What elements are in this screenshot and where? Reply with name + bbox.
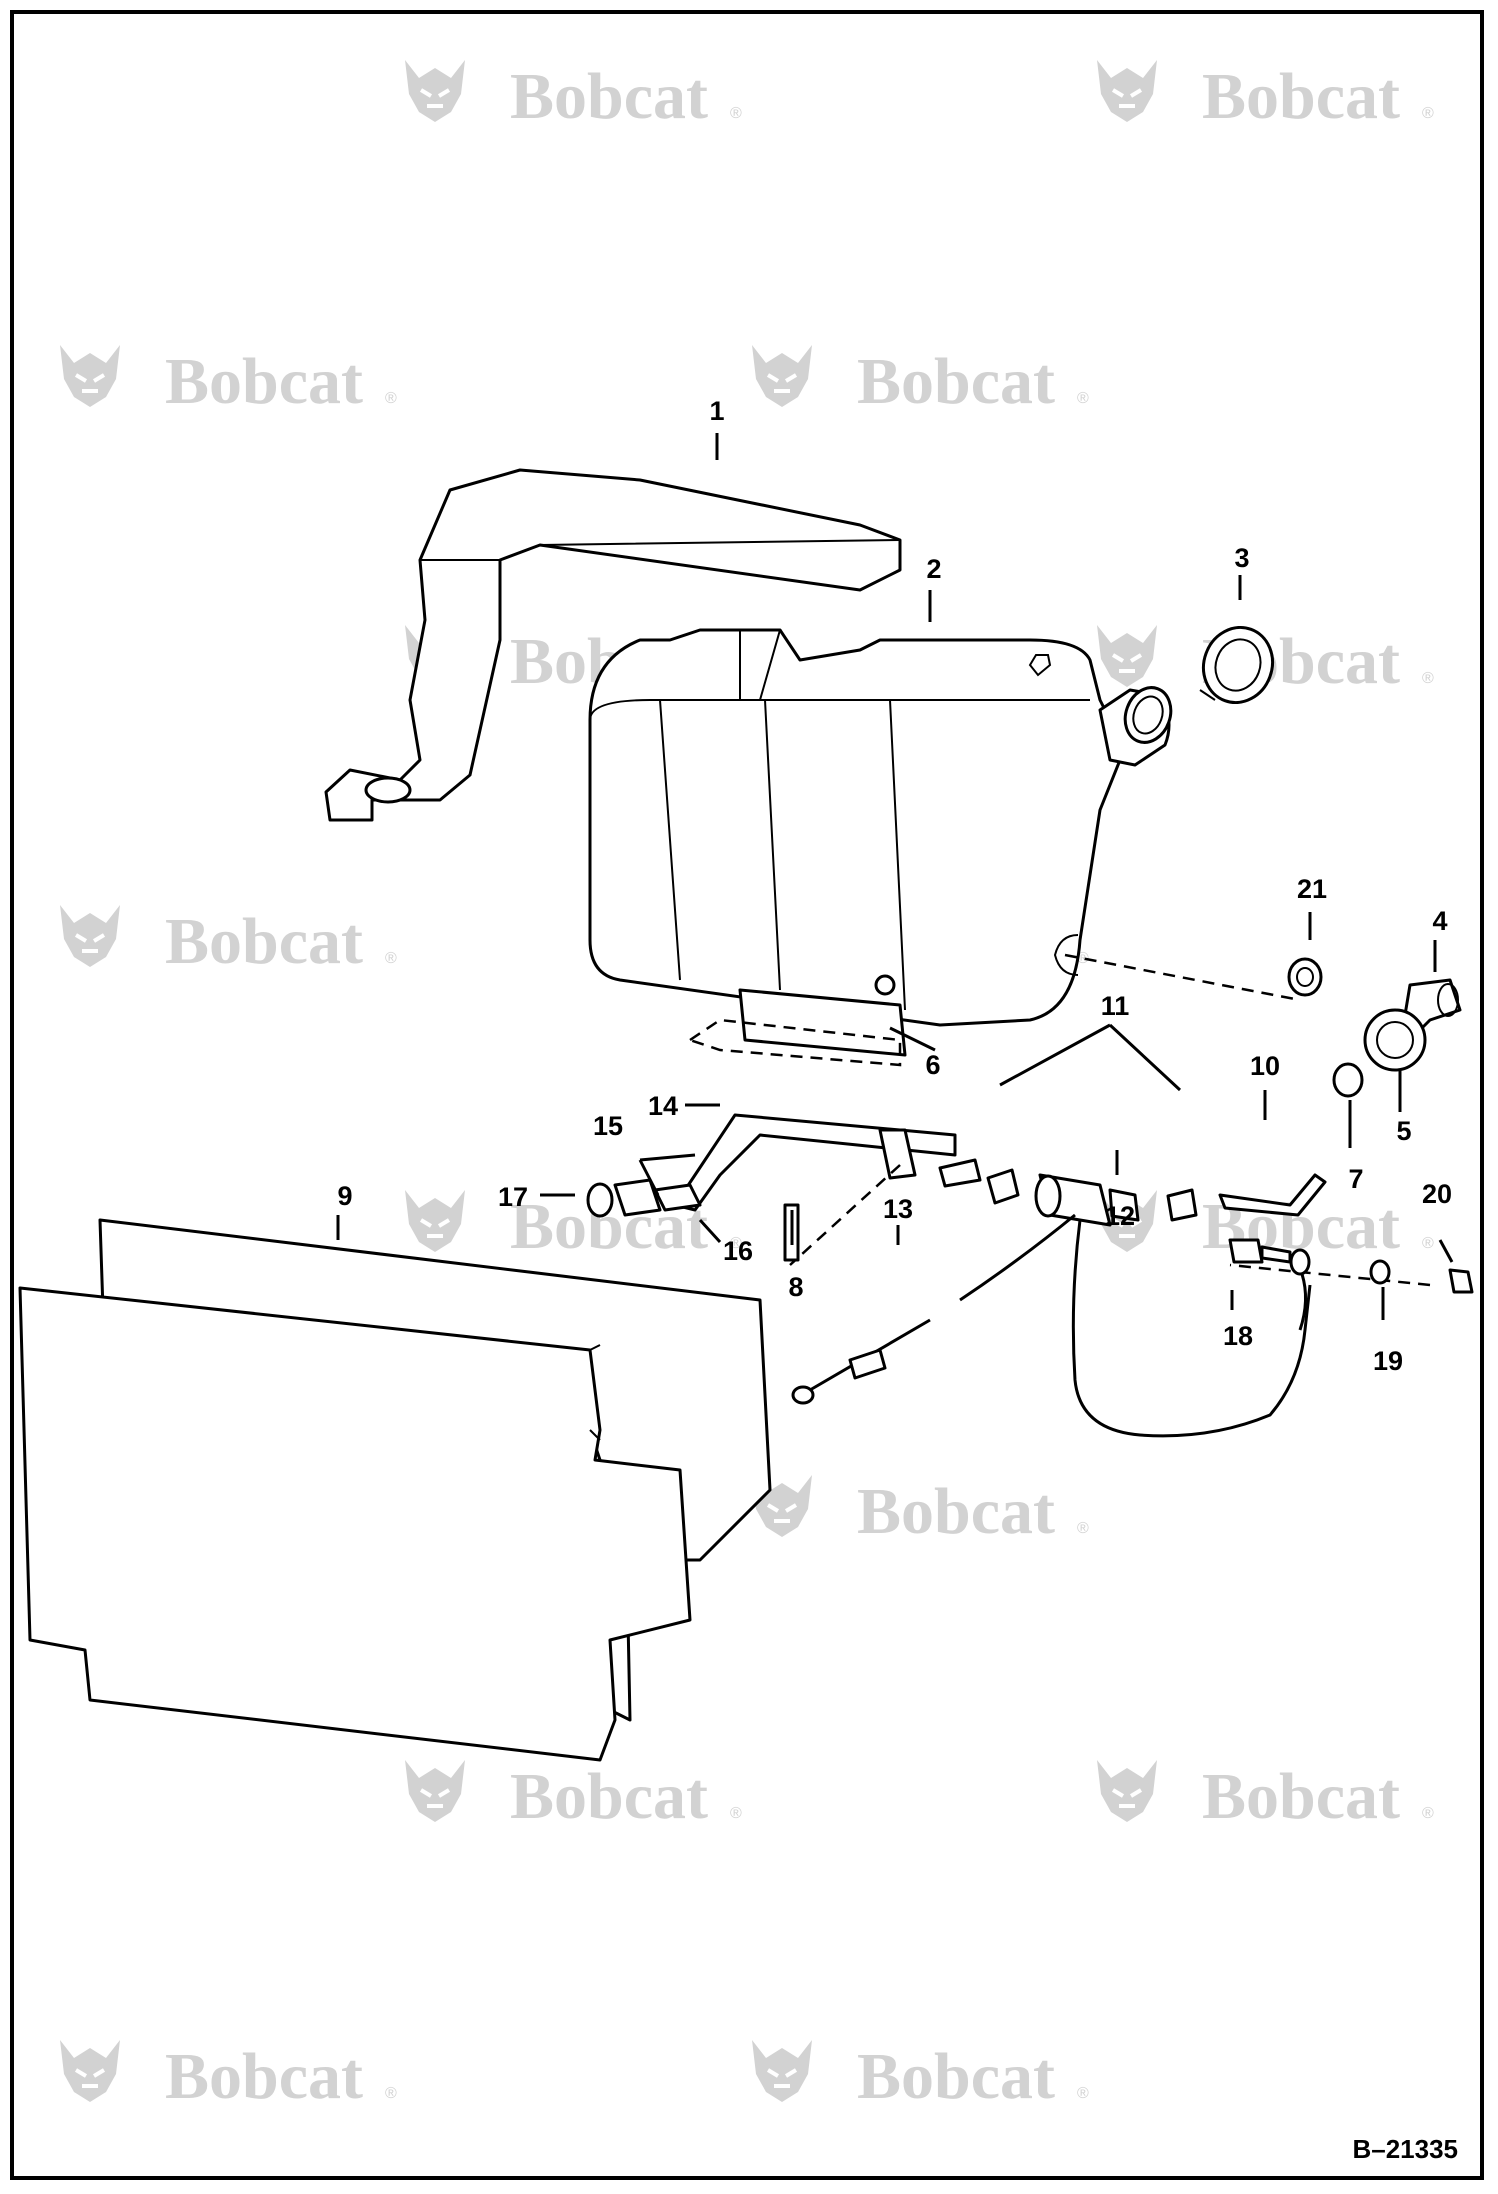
watermark-registered-mark: ® [730,1805,742,1822]
bobcat-watermark: Bobcat ® [1095,1758,1434,1833]
callout-8: 8 [788,1272,803,1302]
watermark-brand-text: Bobcat [857,345,1055,418]
bobcat-logo-icon [403,58,467,124]
watermark-registered-mark: ® [385,390,397,407]
bobcat-logo-icon [1095,58,1159,124]
ring-7-part [1332,1062,1364,1098]
tube-10-part [1218,1173,1327,1217]
fittings-11-part [986,1168,1198,1222]
insulation-panels-9-part [18,1218,772,1762]
watermark-brand-text: Bobcat [1202,60,1400,133]
filler-cap-part [1199,625,1274,705]
leader-lines [336,433,1454,1320]
hose-filter-parts [586,1178,702,1218]
callout-16: 16 [723,1236,753,1266]
callout-7: 7 [1348,1164,1363,1194]
bobcat-watermark: Bobcat ® [750,343,1089,418]
grommet-6-part [874,974,896,996]
watermark-registered-mark: ® [1422,105,1434,122]
callout-9: 9 [337,1181,352,1211]
watermark-brand-text: Bobcat [510,60,708,133]
bobcat-watermark: Bobcat ® [750,2038,1089,2113]
watermark-brand-text: Bobcat [165,2040,363,2113]
bobcat-logo-icon [750,2038,814,2104]
callout-12: 12 [1105,1201,1135,1231]
watermark-registered-mark: ® [1422,1805,1434,1822]
watermark-brand-text: Bobcat [510,1760,708,1833]
bobcat-logo-icon [750,343,814,409]
bobcat-logo-icon [58,2038,122,2104]
bobcat-logo-icon [403,1758,467,1824]
watermark-registered-mark: ® [1077,950,1089,967]
sender-5-part [1363,1008,1427,1072]
strap-part [324,468,902,822]
hardware-18-19-20-part [1228,1238,1474,1331]
watermark-registered-mark: ® [1422,670,1434,687]
callout-15: 15 [593,1111,623,1141]
callout-2: 2 [926,554,941,584]
bobcat-watermark: Bobcat ® [750,1473,1089,1548]
bobcat-logo-icon [58,343,122,409]
drawing-reference-number: B–21335 [1352,2134,1458,2164]
callout-17: 17 [498,1182,528,1212]
callout-14: 14 [648,1091,678,1121]
callout-6: 6 [925,1050,940,1080]
watermark-registered-mark: ® [1077,2085,1089,2102]
callout-4: 4 [1432,906,1447,936]
watermark-brand-text: Bobcat [857,1475,1055,1548]
bobcat-watermark: Bobcat ® [58,903,397,978]
callout-18: 18 [1223,1321,1253,1351]
callout-5: 5 [1396,1116,1411,1146]
bobcat-watermark-layer: Bobcat®Bobcat®Bobcat®Bobcat®Bobcat®Bobca… [58,58,1434,2113]
bobcat-watermark: Bobcat ® [58,2038,397,2113]
watermark-brand-text: Bobcat [165,345,363,418]
bobcat-watermark: Bobcat ® [1095,58,1434,133]
bobcat-logo-icon [403,1188,467,1254]
bushing-21-part [1287,957,1323,997]
callout-10: 10 [1250,1051,1280,1081]
callout-labels: 1 2 3 4 5 6 7 8 9 10 11 12 13 14 15 16 1… [337,396,1452,1376]
bobcat-watermark: Bobcat ® [58,343,397,418]
callout-21: 21 [1297,874,1327,904]
watermark-registered-mark: ® [730,1235,742,1252]
callout-11: 11 [1101,991,1130,1021]
watermark-brand-text: Bobcat [1202,1760,1400,1833]
callout-1: 1 [709,396,724,426]
callout-13: 13 [883,1194,913,1224]
pressure-switch-12-part [791,1173,1312,1438]
bobcat-watermark: Bobcat ® [403,58,742,133]
watermark-brand-text: Bobcat [165,905,363,978]
watermark-brand-text: Bobcat [857,2040,1055,2113]
callout-3: 3 [1234,543,1249,573]
watermark-registered-mark: ® [730,105,742,122]
watermark-registered-mark: ® [1077,1520,1089,1537]
watermark-registered-mark: ® [385,2085,397,2102]
callout-19: 19 [1373,1346,1403,1376]
watermark-registered-mark: ® [1077,390,1089,407]
diagram-frame [10,10,1484,2180]
line-14-and-clamp-13-part [673,1113,982,1266]
fuel-tank-part [588,628,1173,1067]
bobcat-logo-icon [1095,623,1159,689]
watermark-registered-mark: ® [385,950,397,967]
callout-20: 20 [1422,1179,1452,1209]
watermark-registered-mark: ® [1422,1235,1434,1252]
bobcat-logo-icon [1095,1758,1159,1824]
bobcat-watermark: Bobcat ® [403,1758,742,1833]
bobcat-logo-icon [58,903,122,969]
